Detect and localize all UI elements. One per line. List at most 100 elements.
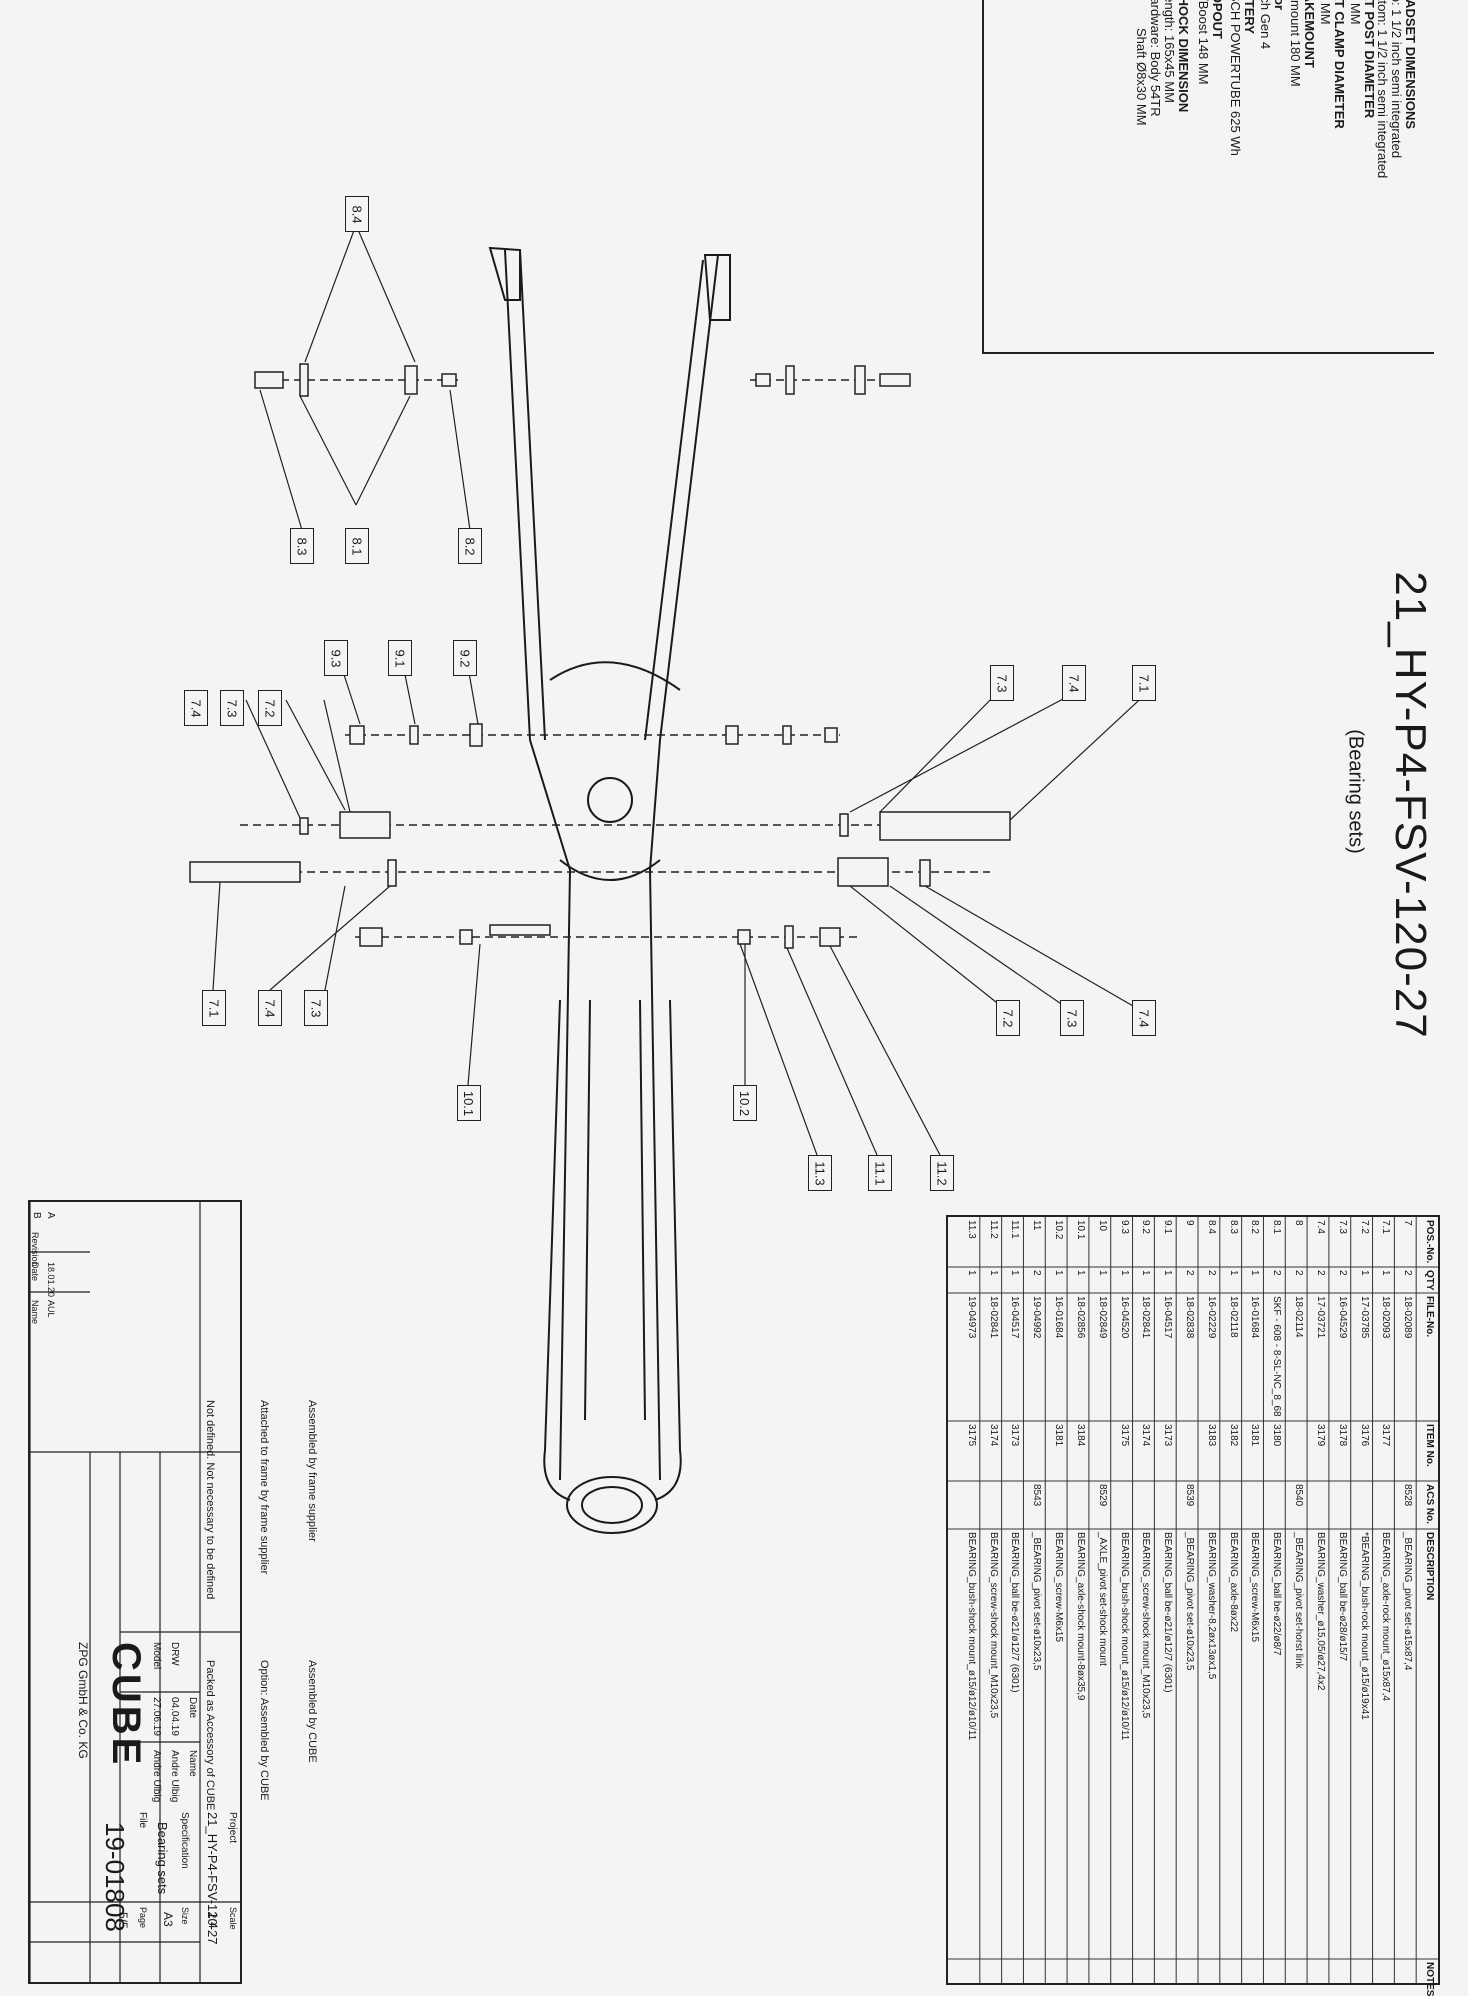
bom-cell: 1: [1249, 1270, 1261, 1276]
bom-cell: 16-04517: [1009, 1296, 1021, 1339]
bom-cell: 8539: [1184, 1484, 1195, 1507]
bom-cell: 16-04529: [1336, 1296, 1348, 1339]
bom-cell: _AXLE_pivot set-shock mount: [1096, 1532, 1108, 1666]
callout-7-2-a: 7.2: [258, 690, 282, 726]
callout-7-3-c: 7.3: [304, 990, 328, 1026]
callout-7-3-b: 7.3: [990, 665, 1014, 701]
callout-9-1: 9.1: [388, 640, 412, 676]
bom-cell: 3176: [1358, 1424, 1370, 1447]
bom-cell: BEARING_axle-rock mount_ø15x87,4: [1380, 1532, 1392, 1701]
bom-cell: 1: [965, 1270, 977, 1276]
bom-cell: 2: [1402, 1270, 1414, 1276]
bom-cell: 18-02849: [1096, 1296, 1108, 1339]
bom-header-cell: ITEM No.: [1424, 1424, 1435, 1467]
bom-cell: 2: [1314, 1270, 1326, 1276]
callout-11-2: 11.2: [930, 1155, 954, 1191]
bom-cell: 1: [1380, 1270, 1392, 1276]
legend-assembled-cube: Assembled by CUBE: [306, 1660, 318, 1763]
bom-cell: BEARING_screw-M6x15: [1249, 1532, 1261, 1643]
bom-cell: _BEARING_pivot set-horst link: [1293, 1532, 1305, 1669]
bom-cell: 16-02229: [1205, 1296, 1217, 1339]
frame-left-outline: [504, 249, 572, 1481]
bom-header-cell: POS.-No.: [1424, 1220, 1435, 1264]
bom-cell: SKF - 608 - 8-SL-NC_8_68: [1271, 1296, 1283, 1417]
revision-name: AUL: [46, 1300, 56, 1318]
date-label: Date: [187, 1697, 198, 1719]
callout-9-3: 9.3: [324, 640, 348, 676]
bom-cell: 18-02093: [1380, 1296, 1392, 1339]
bom-cell: 3180: [1271, 1424, 1283, 1447]
bom-cell: 7.1: [1380, 1220, 1392, 1234]
callout-7-3-a: 7.3: [220, 690, 244, 726]
bom-cell: 8: [1293, 1220, 1305, 1226]
bom-cell: _BEARING_pivot set-ø15x87,4: [1402, 1532, 1414, 1671]
bom-cell: 8543: [1031, 1484, 1043, 1507]
bom-header-cell: NOTES: [1424, 1962, 1435, 1996]
legend-option-cube: Option: Assembled by CUBE: [258, 1660, 270, 1801]
bom-cell: 2: [1184, 1270, 1195, 1276]
callout-9-2: 9.2: [453, 640, 477, 676]
right-dropout: [703, 254, 731, 321]
file-label: File: [137, 1812, 148, 1829]
bom-header-cell: DESCRIPTION: [1424, 1532, 1435, 1601]
model-date: 27.06.19: [151, 1697, 162, 1736]
bom-cell: 9.1: [1162, 1220, 1174, 1234]
bom-cell: 11.2: [987, 1220, 999, 1239]
callout-7-3-d: 7.3: [1060, 1000, 1084, 1036]
page-value: 5/5: [116, 1912, 130, 1929]
bom-header-cell: FILE-No.: [1424, 1296, 1435, 1338]
bom-cell: 3181: [1249, 1424, 1261, 1447]
callout-7-1-a: 7.1: [202, 990, 226, 1026]
bom-cell: 3181: [1053, 1424, 1065, 1447]
bom-cell: 1: [1096, 1270, 1108, 1276]
bom-cell: BEARING_ball be-ø28/ø15/7: [1336, 1532, 1348, 1661]
down-tube-right: [654, 999, 682, 1501]
callout-7-4-b: 7.4: [1062, 665, 1086, 701]
bom-cell: 3183: [1205, 1424, 1217, 1447]
drw-label: DRW: [169, 1642, 180, 1666]
name-label: Name: [187, 1750, 198, 1777]
callout-10-2: 10.2: [733, 1085, 757, 1121]
bom-cell: 3174: [987, 1424, 999, 1447]
callout-7-1-b: 7.1: [1132, 665, 1156, 701]
scale-label: Scale: [228, 1907, 238, 1930]
bom-cell: 17-03785: [1358, 1296, 1370, 1339]
specs-block: HEADSET DIMENSIONS Top: 1 1/2 inch semi …: [982, 0, 1434, 354]
bom-cell: 7.4: [1314, 1220, 1326, 1234]
legend-attached-frame: Attached to frame by frame supplier: [258, 1400, 270, 1575]
bom-cell: 18-02841: [1140, 1296, 1152, 1339]
bom-cell: BEARING_washer_ø15,05/ø27,4x2: [1314, 1532, 1326, 1691]
bom-cell: 3184: [1074, 1424, 1086, 1447]
scale-value: 1:4: [206, 1912, 220, 1929]
spec-value: Bearing sets: [155, 1822, 170, 1895]
callout-8-1: 8.1: [345, 528, 369, 564]
bom-cell: BEARING_axle-8øx22: [1227, 1532, 1239, 1633]
bom-cell: 8.1: [1271, 1220, 1283, 1234]
bom-header-cell: QTY: [1424, 1270, 1435, 1291]
bom-cell: BEARING_ball be-ø21/ø12/7 (6301): [1009, 1532, 1021, 1693]
bom-cell: 1: [1162, 1270, 1174, 1276]
callout-7-4-a: 7.4: [184, 690, 208, 726]
spec-label: Specification: [179, 1812, 190, 1869]
bom-cell: 2: [1205, 1270, 1217, 1276]
bom-cell: 1: [1358, 1270, 1370, 1276]
bom-cell: 1: [987, 1270, 999, 1276]
callout-7-4-d: 7.4: [1132, 1000, 1156, 1036]
bom-cell: 8.4: [1205, 1220, 1217, 1234]
bom-cell: 3173: [1009, 1424, 1021, 1447]
bom-cell: 18-02114: [1293, 1296, 1305, 1338]
bom-cell: 1: [1118, 1270, 1130, 1276]
bom-cell: 18-02118: [1227, 1296, 1239, 1338]
bom-cell: 9: [1184, 1220, 1195, 1226]
bom-cell: 9.3: [1118, 1220, 1130, 1234]
bom-cell: 3175: [965, 1424, 977, 1447]
legend-frame-supplier: Assembled by frame supplier: [306, 1400, 318, 1542]
callout-8-2: 8.2: [458, 528, 482, 564]
bom-cell: BEARING_screw-shock mount_M10x23,5: [1140, 1532, 1152, 1719]
model-label: Model: [151, 1642, 162, 1670]
bom-cell: 19-04992: [1031, 1296, 1043, 1339]
callout-11-1: 11.1: [868, 1155, 892, 1191]
callout-10-1: 10.1: [457, 1085, 481, 1121]
bom-cell: 7.2: [1358, 1220, 1370, 1234]
bom-cell: 2: [1031, 1270, 1043, 1276]
